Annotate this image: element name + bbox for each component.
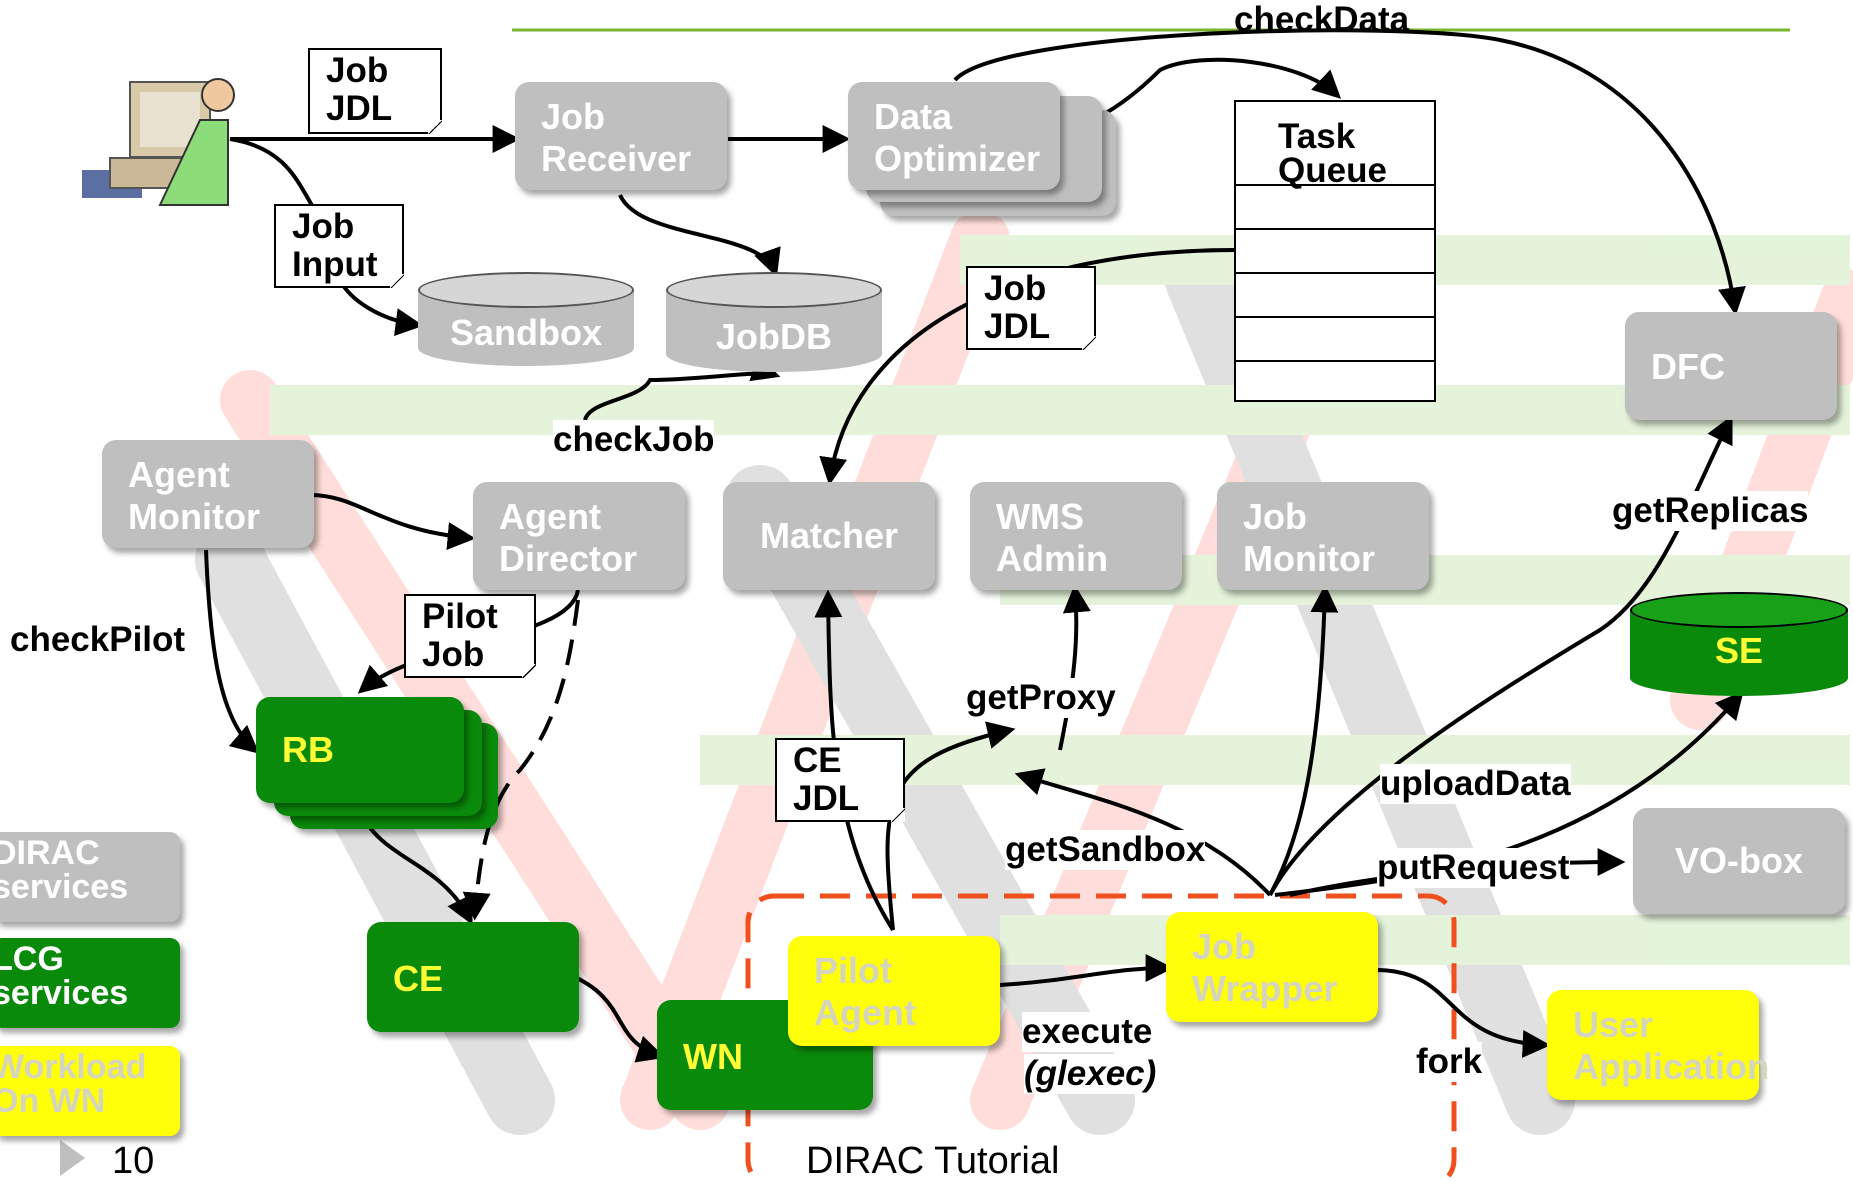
legend-workload-on-wn: Workload On WN (0, 1046, 180, 1136)
node-job-monitor: Job Monitor (1217, 482, 1429, 590)
node-dfc: DFC (1625, 312, 1837, 420)
page-marker-icon (60, 1140, 85, 1176)
node-se-label: SE (1714, 630, 1764, 671)
node-data-optimizer: Data Optimizer (848, 82, 1060, 190)
node-jobdb: JobDB (666, 272, 882, 372)
node-pilot-agent: Pilot Agent (788, 936, 1000, 1046)
label-glexec: (glexec) (1024, 1054, 1157, 1094)
legend-lcg-services: LCG services (0, 938, 180, 1028)
note-pilot-job: Pilot Job (404, 594, 536, 678)
node-job-receiver: Job Receiver (515, 82, 727, 190)
node-sandbox-label: Sandbox (449, 312, 602, 353)
label-execute: execute (1022, 1012, 1153, 1052)
task-queue-title: Task Queue (1236, 102, 1434, 188)
worker-node-region (745, 893, 1457, 1179)
user-icon (82, 78, 235, 206)
legend-dirac-services: DIRAC services (0, 832, 180, 922)
label-put-request: putRequest (1377, 848, 1570, 888)
node-agent-director: Agent Director (473, 482, 685, 590)
footer-page-number: 10 (112, 1140, 155, 1182)
task-queue-row (1236, 230, 1434, 274)
label-check-job: checkJob (553, 420, 715, 460)
node-se: SE (1630, 592, 1848, 696)
label-get-proxy: getProxy (966, 678, 1116, 718)
note-job-jdl-mid: Job JDL (966, 266, 1096, 350)
node-job-wrapper: Job Wrapper (1166, 912, 1378, 1022)
node-matcher: Matcher (723, 482, 935, 590)
node-vo-box: VO-box (1633, 808, 1845, 914)
node-rb: RB (256, 697, 464, 803)
label-check-pilot: checkPilot (10, 620, 186, 660)
label-get-sandbox: getSandbox (1005, 830, 1206, 870)
note-job-input: Job Input (274, 204, 404, 288)
node-ce: CE (367, 922, 579, 1032)
node-wms-admin: WMS Admin (970, 482, 1182, 590)
label-upload-data: uploadData (1380, 764, 1571, 804)
node-sandbox: Sandbox (418, 272, 634, 366)
note-ce-jdl: CE JDL (775, 738, 905, 822)
note-job-jdl-top: Job JDL (308, 48, 442, 134)
node-task-queue: Task Queue (1234, 100, 1436, 402)
node-jobdb-label: JobDB (716, 316, 832, 357)
pilot-submission-dashed (462, 599, 580, 921)
node-user-application: User Application (1547, 990, 1769, 1100)
node-agent-monitor: Agent Monitor (102, 440, 314, 548)
label-get-replicas: getReplicas (1612, 491, 1809, 531)
footer-title: DIRAC Tutorial (806, 1140, 1060, 1182)
task-queue-row (1236, 186, 1434, 230)
task-queue-row (1236, 318, 1434, 362)
label-fork: fork (1416, 1042, 1483, 1082)
label-check-data: checkData (1234, 0, 1410, 39)
task-queue-row (1236, 274, 1434, 318)
